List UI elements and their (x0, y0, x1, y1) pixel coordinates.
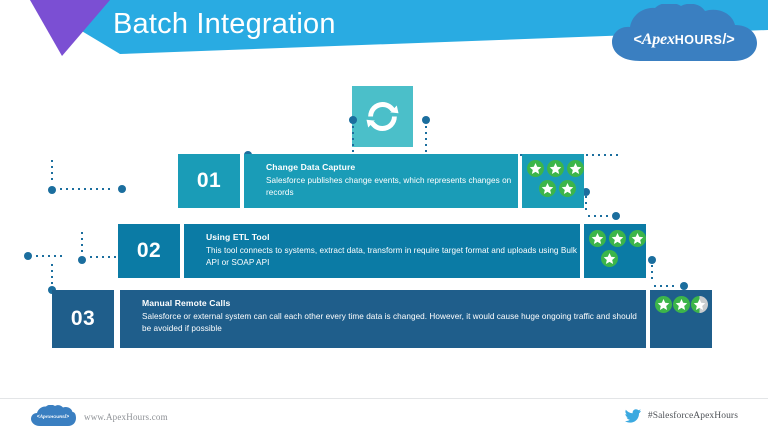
connector-dot (582, 188, 590, 196)
connector-line-vertical (51, 160, 53, 184)
footer-logo-apex: Apex (39, 415, 51, 420)
connector-line-vertical (651, 265, 653, 283)
row-title: Manual Remote Calls (142, 298, 231, 308)
row-rating-2 (584, 224, 646, 278)
footer-logo-prefix: < (36, 414, 40, 420)
row-rating-1 (522, 154, 584, 208)
star-icon (655, 296, 672, 313)
apex-hours-logo-small: <ApexHOURS/> (30, 404, 76, 427)
twitter-bird-icon (625, 409, 641, 423)
star-icon (601, 250, 618, 267)
connector-line-vertical (81, 232, 83, 256)
connector-line-horizontal (654, 285, 678, 287)
connector-line-horizontal (90, 256, 120, 258)
header-purple-wedge (30, 0, 110, 56)
connector-dot (612, 212, 620, 220)
page-title: Batch Integration (113, 8, 336, 40)
star-icon (527, 160, 544, 177)
star-spacer (527, 180, 536, 197)
footer-hashtag: #SalesforceApexHours (647, 411, 738, 421)
connector-dot (349, 116, 357, 124)
apex-hours-logo: <ApexHOURS/> (608, 4, 760, 66)
star-half-icon (691, 296, 708, 313)
logo-prefix: < (633, 32, 642, 48)
row-description: Salesforce publishes change events, whic… (266, 176, 512, 197)
row-description: This tool connects to systems, extract d… (206, 246, 577, 267)
star-icon (559, 180, 576, 197)
connector-line-vertical (352, 126, 354, 152)
star-icon (589, 230, 606, 247)
star-icon (547, 160, 564, 177)
header-banner: Batch Integration <ApexHOURS/> (0, 0, 768, 72)
row-content-3: Manual Remote Calls Salesforce or extern… (120, 290, 646, 348)
footer-logo-text: <ApexHOURS/> (33, 414, 73, 420)
cloud-shape-icon (612, 4, 757, 61)
connector-dot (422, 116, 430, 124)
refresh-arrows-icon (366, 101, 399, 132)
logo-text: <ApexHOURS/> (622, 31, 746, 49)
connector-line-vertical (425, 126, 427, 152)
logo-apex: Apex (641, 31, 675, 48)
star-icon (539, 180, 556, 197)
row-title: Change Data Capture (266, 162, 356, 172)
row-title: Using ETL Tool (206, 232, 270, 242)
sync-icon (352, 86, 413, 147)
row-number-badge: 01 (178, 154, 240, 208)
star-icon (629, 230, 646, 247)
cloud-body (612, 4, 757, 61)
connector-dot (48, 186, 56, 194)
connector-dot (118, 185, 126, 193)
row-content-2: Using ETL Tool This tool connects to sys… (184, 224, 580, 278)
row-rating-3 (650, 290, 712, 348)
star-icon (609, 230, 626, 247)
connector-dot (648, 256, 656, 264)
footer-bar: <ApexHOURS/> www.ApexHours.com #Salesfor… (0, 398, 768, 432)
logo-hours: HOURS (674, 33, 723, 47)
footer-website-url[interactable]: www.ApexHours.com (84, 412, 168, 422)
logo-suffix: /> (722, 32, 735, 48)
row-content-1: Change Data Capture Salesforce publishes… (244, 154, 518, 208)
connector-dot (24, 252, 32, 260)
connector-line-vertical (51, 264, 53, 286)
star-icon (673, 296, 690, 313)
footer-logo-suffix: /> (64, 414, 70, 420)
footer-logo-hours: HOURS (50, 414, 65, 419)
connector-line-vertical (585, 196, 587, 214)
connector-line-horizontal (60, 188, 112, 190)
connector-line-horizontal (36, 255, 66, 257)
row-number-badge: 02 (118, 224, 180, 278)
star-spacer (589, 250, 598, 267)
connector-line-horizontal (588, 215, 610, 217)
cloud-body-small (31, 404, 76, 426)
cloud-shape-icon-small (31, 404, 76, 426)
star-icon (567, 160, 584, 177)
row-description: Salesforce or external system can call e… (142, 312, 637, 333)
row-number-badge: 03 (52, 290, 114, 348)
connector-dot (680, 282, 688, 290)
connector-dot (78, 256, 86, 264)
header-blue-wedge (30, 0, 768, 54)
